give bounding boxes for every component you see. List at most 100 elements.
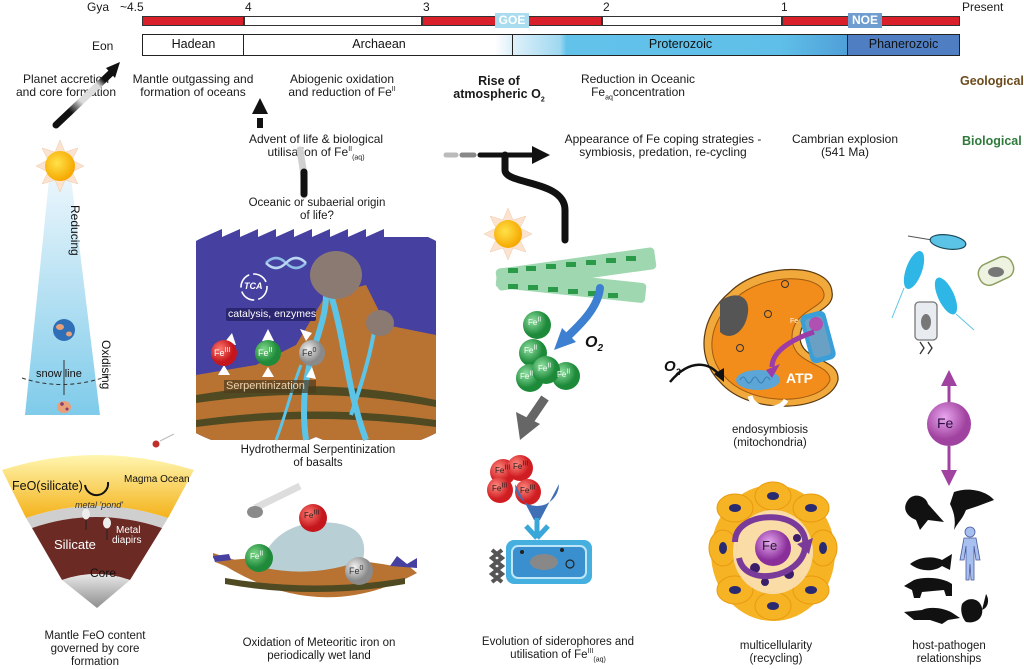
metal-pond-label: metal 'pond' [75,500,123,510]
accretion-arrow [52,62,120,129]
row-label-geological: Geological [960,74,1024,88]
pathogen-cell-icon [977,255,1015,287]
fe-label: Fe [790,318,799,325]
metal-label: Metal [116,525,141,536]
convection-arrow-icon [84,481,110,497]
core-wedge-graphic [2,433,194,608]
fe-iii-label: FeIII [492,482,508,493]
bio-event-fe-coping: Appearance of Fe coping strategies - sym… [564,132,762,159]
serpentinization-label: Serpentinization [226,380,305,392]
diapir-icon [103,517,111,540]
eon-proterozoic: Proterozoic [512,34,849,56]
axis-label-gya: Gya [87,0,110,14]
fe-ii-sphere [245,544,273,572]
core-label: Core [90,566,117,580]
siderophore-caption: Evolution of siderophores and utilisatio… [481,636,635,664]
eon-archaean: Archaean [243,34,514,56]
silicate-label: Silicate [54,537,96,552]
multicellular-graphic [708,481,838,621]
tick-present: Present [962,0,1004,14]
noe-event-marker: NOE [848,13,882,28]
host-pathogen-caption: host-pathogen relationships [912,640,986,665]
flagella-icon [488,548,506,584]
o2-label: O2 [585,334,604,355]
bird-silhouette [905,495,944,530]
fe-label: Fe [762,538,778,553]
feo-silicate-label: FeO(silicate) [12,479,83,493]
atp-label: ATP [786,370,813,386]
fe-ii-label: FeII [538,362,552,373]
geo-event-outgassing: Mantle outgassing and formation of ocean… [132,72,254,99]
fe-0-sphere [299,340,325,366]
fe-iii-sphere [507,455,533,481]
cyanobacteria-filament [495,247,657,303]
geo-event-abiogenic: Abiogenic oxidation and reduction of FeI… [288,72,396,99]
fe-ii-sphere [255,340,281,366]
fe-iii-label: FeIII [304,509,320,520]
fe-iii-sphere [211,340,237,366]
tca-label: TCA [244,281,263,291]
row-label-biological: Biological [962,134,1022,148]
multicellularity-caption: multicellularity (recycling) [739,640,813,665]
eon-hadean: Hadean [142,34,245,56]
crocodile-silhouette [904,607,960,624]
fe-0-label: Fe0 [349,565,364,576]
meteoritic-caption: Oxidation of Meteoritic iron on periodic… [242,637,396,662]
fe-ii-label: FeII [528,316,542,327]
fe-0-label: Fe0 [302,347,317,358]
meteoritic-graphic [213,482,417,598]
fe-iii-sphere [487,477,513,503]
earth-icon [53,319,75,341]
fe-0-sphere [345,557,373,585]
rhino-silhouette [904,577,952,598]
fe-iii-label: FeIII [495,464,511,475]
fe-ii-sphere [532,356,560,384]
fe-ii-label: FeII [557,368,571,379]
o2-label: O2 [664,358,681,377]
catalysis-label: catalysis, enzymes [228,308,317,320]
fe-coping-arrow [443,146,569,244]
core-formation-caption: Mantle FeO content governed by core form… [44,630,146,668]
fe-ii-label: FeII [250,550,264,561]
smoke-plume [366,310,394,336]
bio-event-cambrian: Cambrian explosion (541 Ma) [791,132,899,159]
origin-question: Oceanic or subaerial origin of life? [248,197,386,222]
magma-ocean-label: Magma Ocean [124,474,190,485]
tick-3: 3 [423,0,430,14]
band-segment [602,16,782,26]
tca-cycle-icon [240,273,268,301]
dna-icon [265,256,307,270]
oxidation-down-arrow [516,395,549,440]
fe-label: Fe [937,415,954,431]
monkey-silhouette [961,594,989,623]
cyano-graphic [483,207,657,584]
hydrothermal-graphic [196,229,436,442]
nucleus-icon [720,295,749,336]
bacterium-cell-icon [506,540,592,584]
band-segment [142,16,244,26]
tick-4-5: ~4.5 [120,0,144,14]
geo-event-rise-o2: Rise of atmospheric O2 [453,74,545,104]
endosymbiosis-caption: endosymbiosis (mitochondria) [731,424,809,449]
bacterium-endosymbiont-icon [800,310,836,364]
fe-sphere [927,402,971,446]
pathogen-cell-icon [914,301,938,355]
meteor-icon [247,482,302,518]
tick-2: 2 [603,0,610,14]
meteor-icon [152,433,175,448]
tick-1: 1 [781,0,788,14]
fe-ii-label: FeII [258,347,273,358]
atp-arrow [747,394,789,411]
fe-ii-label: FeII [520,370,534,381]
diapirs-label: diapirs [112,535,142,546]
fe-iii-label: FeIII [214,347,231,358]
band-segment [244,16,422,26]
pathogen-bacterium-icon [934,277,975,331]
bio-event-advent-of-life: Advent of life & biological utilisation … [248,132,384,162]
sun-icon [483,207,533,261]
fe-iii-sphere [299,504,327,532]
hydrothermal-caption: Hydrothermal Serpentinization of basalts [240,444,396,469]
dolphin-silhouette [950,489,994,530]
snow-line-label: snow line [36,368,82,380]
